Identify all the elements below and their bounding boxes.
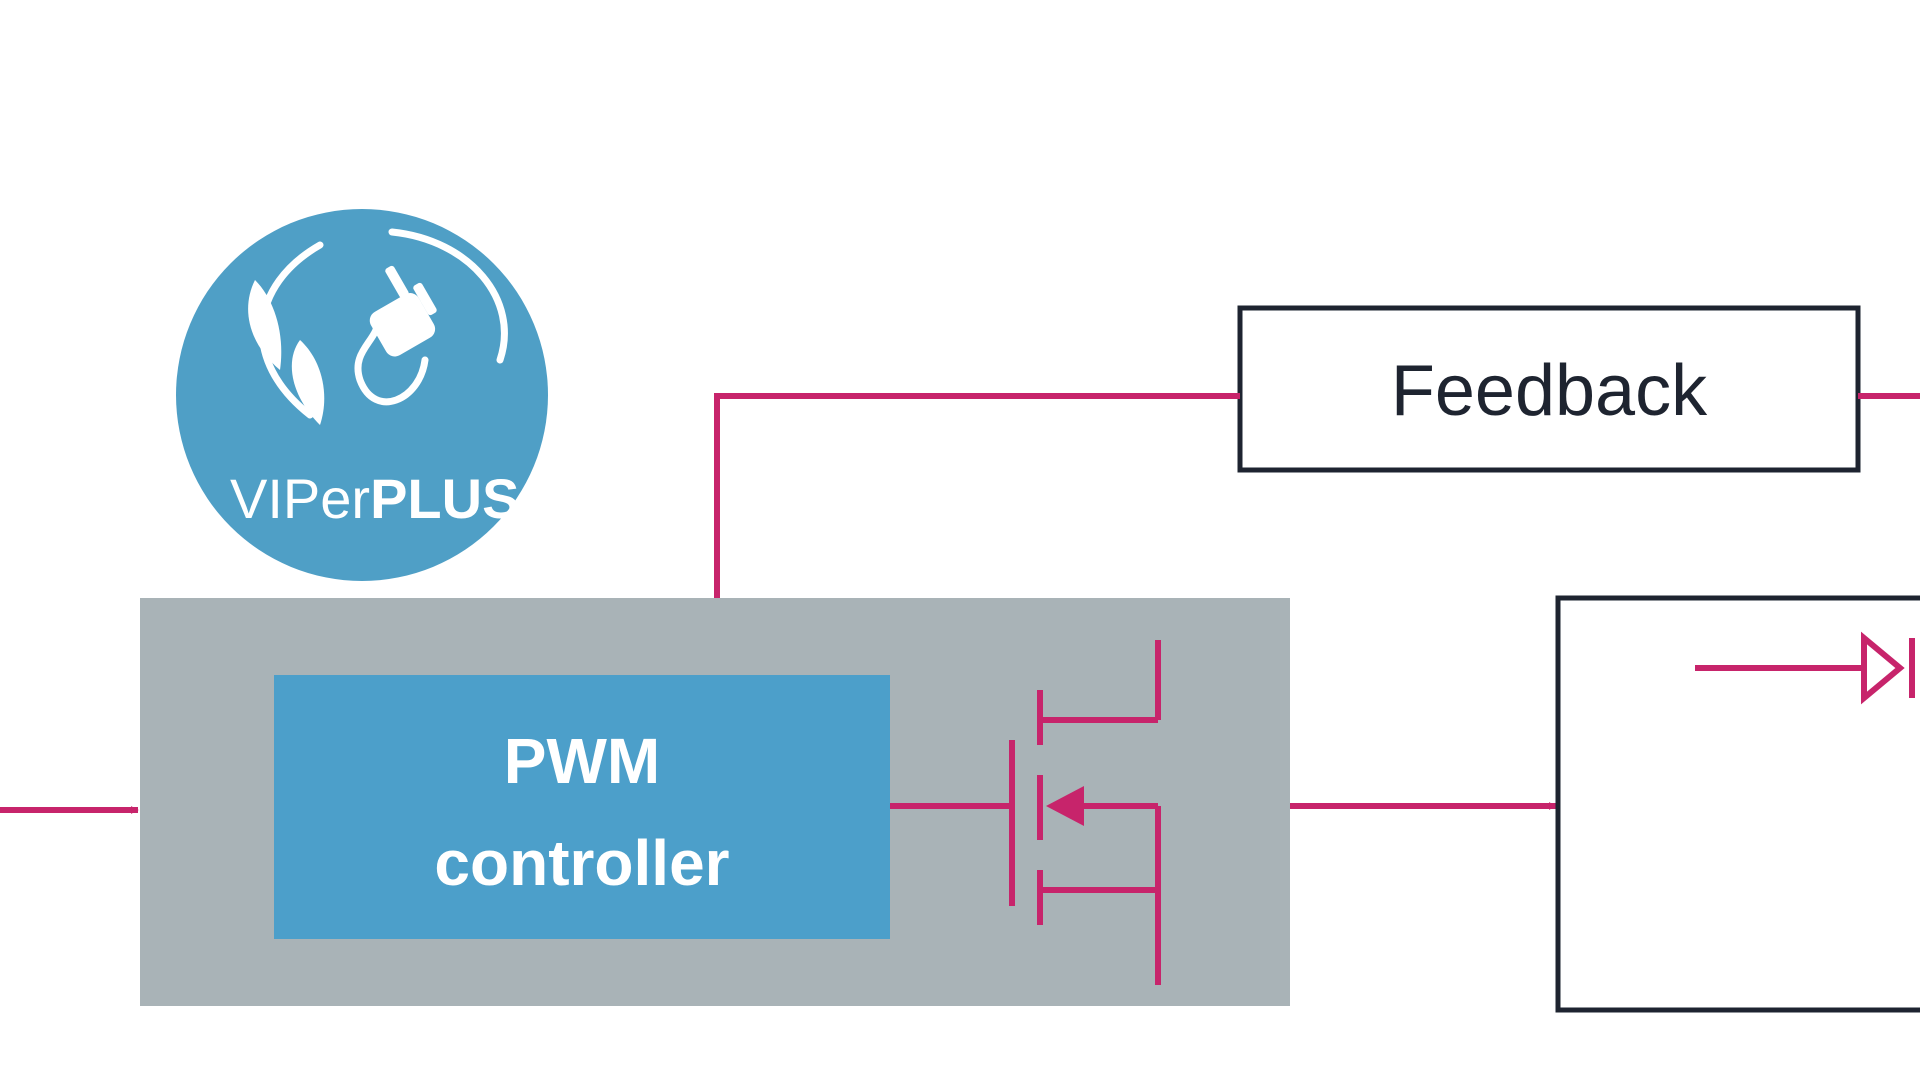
viperplus-logo: VIPerPLUS (176, 209, 548, 581)
diode-icon (1861, 631, 1905, 705)
mosfet-symbol (890, 640, 1161, 985)
plug-icon (369, 265, 437, 357)
pwm-controller-block (274, 675, 890, 939)
output-block (1555, 595, 1920, 1013)
logo-text: VIPerPLUS (230, 467, 519, 530)
leaves-icon (248, 280, 325, 425)
mosfet-arrow-icon (1046, 786, 1084, 826)
feedback-wire (714, 393, 1240, 598)
pwm-label-line1: PWM (504, 725, 660, 797)
pwm-label-line2: controller (434, 827, 729, 899)
feedback-label: Feedback (1391, 351, 1708, 431)
feedback-block (1237, 305, 1861, 473)
